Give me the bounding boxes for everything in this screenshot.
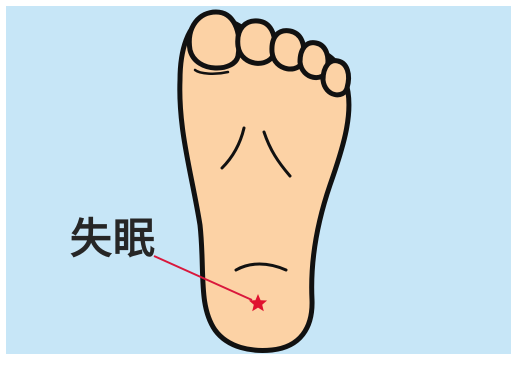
second-toe: [238, 21, 275, 63]
big-toe: [189, 12, 239, 68]
little-toe: [323, 61, 349, 95]
acupoint-label: 失眠: [70, 218, 156, 260]
